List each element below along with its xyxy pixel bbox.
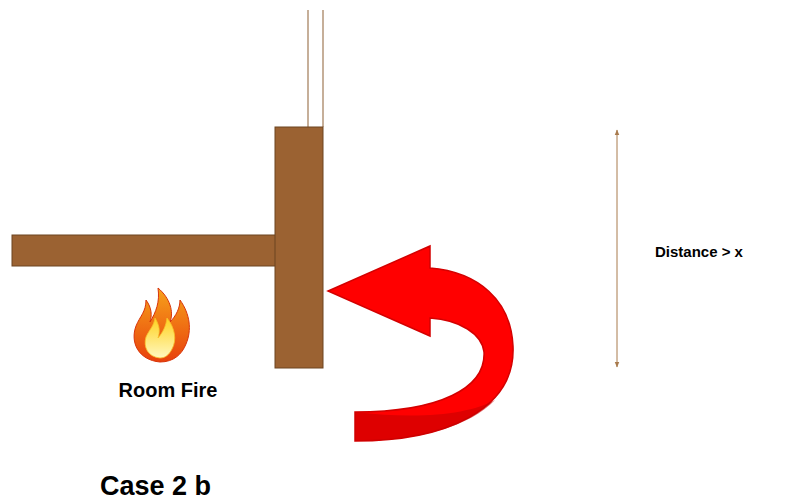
distance-dimension — [617, 130, 618, 367]
fire-icon — [134, 288, 189, 362]
figure-caption: Case 2 b — [100, 472, 211, 502]
upper-wall-line — [322, 10, 323, 127]
upper-wall-line — [307, 10, 308, 127]
label-text: Distance > x — [655, 244, 743, 261]
floor-slab — [12, 235, 276, 266]
spandrel-wall — [275, 127, 323, 368]
heat-flow-arrow — [328, 246, 513, 441]
label-text: Room Fire — [119, 379, 218, 401]
